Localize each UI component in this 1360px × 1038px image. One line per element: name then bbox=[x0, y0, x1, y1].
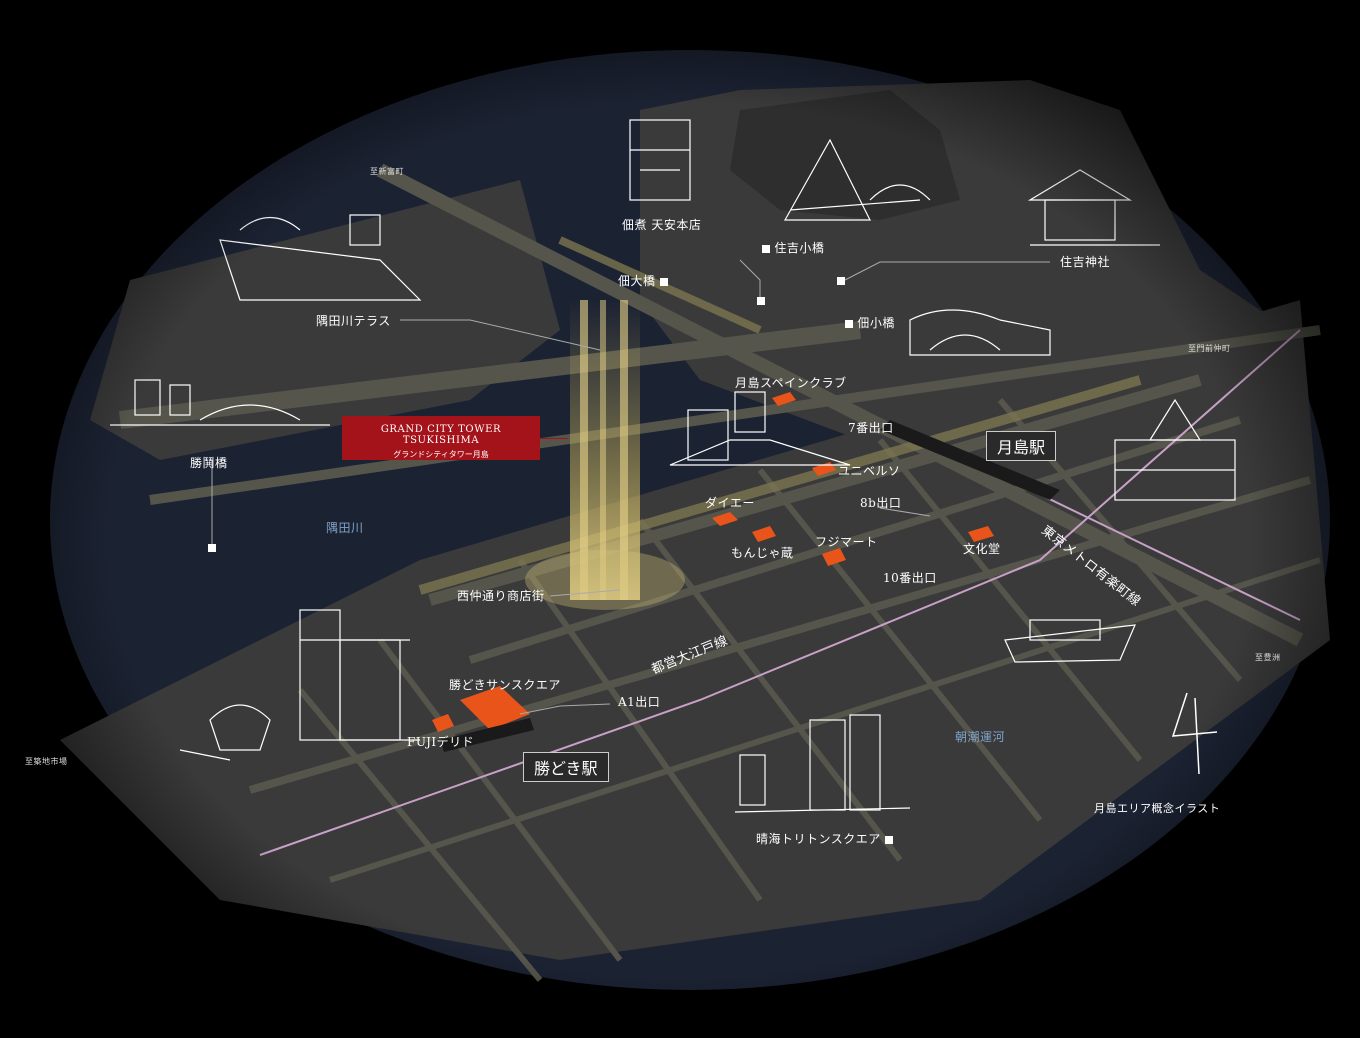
landmark-kachidokibashi[interactable]: 勝鬨橋 bbox=[190, 456, 228, 470]
water-asashio: 朝潮運河 bbox=[955, 730, 1006, 744]
landmark-monjagura[interactable]: もんじゃ蔵 bbox=[731, 546, 794, 560]
square-marker-icon bbox=[885, 835, 894, 844]
square-marker-icon bbox=[757, 297, 765, 305]
square-marker-icon bbox=[659, 277, 668, 286]
landmark-harumi-triton[interactable]: 晴海トリトンスクエア bbox=[756, 830, 894, 847]
banner-pointer bbox=[540, 438, 568, 439]
landmark-kachidoki-sun[interactable]: 勝どきサンスクエア bbox=[449, 678, 561, 692]
landmark-spain-club[interactable]: 月島スペインクラブ bbox=[735, 376, 847, 390]
map-note: 月島エリア概念イラスト bbox=[1094, 802, 1221, 815]
landmark-label: 晴海トリトンスクエア bbox=[756, 832, 881, 846]
landmark-fujimart[interactable]: フジマート bbox=[815, 535, 878, 549]
square-marker-icon bbox=[845, 319, 853, 328]
tower-banner[interactable]: GRAND CITY TOWER TSUKISHIMA グランドシティタワー月島 bbox=[342, 416, 540, 460]
landmark-sumiyoshi-kobashi[interactable]: 住吉小橋 bbox=[762, 239, 824, 256]
direction-monzen: 至門前仲町 bbox=[1188, 344, 1231, 353]
landmark-label: 住吉小橋 bbox=[774, 241, 825, 255]
landmark-label: 佃大橋 bbox=[618, 274, 656, 288]
banner-subtitle: グランドシティタワー月島 bbox=[393, 450, 489, 459]
square-marker-icon bbox=[762, 244, 770, 253]
square-marker-icon bbox=[837, 277, 845, 285]
landmark-tsukudaohashi[interactable]: 佃大橋 bbox=[618, 272, 668, 289]
landmark-nishinaka[interactable]: 西仲通り商店街 bbox=[457, 589, 545, 603]
direction-toyosu: 至豊洲 bbox=[1255, 653, 1281, 662]
landmark-exit10[interactable]: 10番出口 bbox=[883, 571, 937, 585]
station-kachidoki[interactable]: 勝どき駅 bbox=[523, 752, 609, 782]
banner-title: GRAND CITY TOWER TSUKISHIMA bbox=[380, 424, 502, 446]
water-sumida: 隅田川 bbox=[326, 521, 364, 535]
landmark-exit7[interactable]: 7番出口 bbox=[848, 421, 894, 435]
landmark-fuji-deli[interactable]: FUJIデリド bbox=[407, 735, 475, 749]
square-marker-icon bbox=[208, 544, 216, 552]
direction-tsukiji: 至築地市場 bbox=[25, 757, 68, 766]
landmark-tsukudakobashi[interactable]: 佃小橋 bbox=[845, 314, 895, 331]
landmark-a1[interactable]: A1出口 bbox=[618, 695, 661, 709]
landmark-bunkado[interactable]: 文化堂 bbox=[963, 542, 1001, 556]
landmark-unibelso[interactable]: ユニベルソ bbox=[838, 464, 901, 478]
landmark-daiei[interactable]: ダイエー bbox=[705, 496, 755, 510]
landmark-label: 佃小橋 bbox=[857, 316, 895, 330]
north-arrow-icon bbox=[1171, 692, 1218, 775]
landmark-sumiyoshi-jinja[interactable]: 住吉神社 bbox=[1060, 255, 1111, 269]
landmark-sumida-terrace[interactable]: 隅田川テラス bbox=[316, 314, 391, 328]
landmark-tenyasu[interactable]: 佃煮 天安本店 bbox=[622, 218, 702, 232]
direction-shintomicho: 至新富町 bbox=[370, 167, 404, 176]
landmark-exit8b[interactable]: 8b出口 bbox=[860, 496, 902, 510]
station-tsukishima[interactable]: 月島駅 bbox=[986, 431, 1057, 461]
